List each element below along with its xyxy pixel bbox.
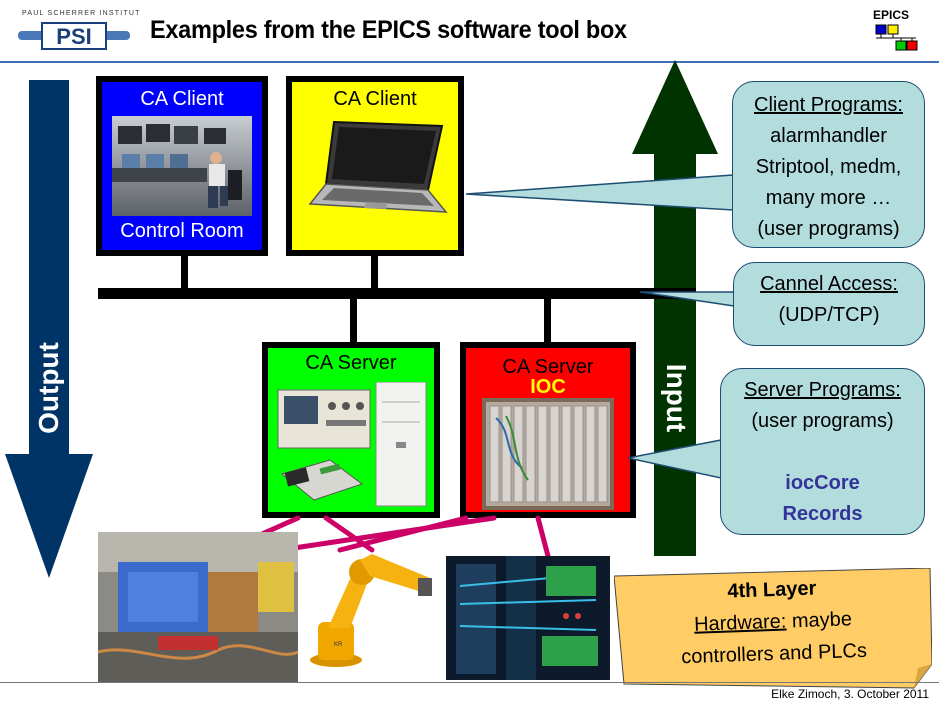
footer-divider	[0, 682, 939, 683]
ioc-label: IOC	[530, 376, 566, 398]
input-arrow	[632, 60, 718, 556]
output-label: Output	[33, 342, 64, 434]
client-programs-line: Striptool, medm,	[755, 156, 902, 178]
client-programs-heading: Client Programs:	[754, 94, 903, 116]
accelerator-magnets-photo	[97, 532, 299, 682]
client-programs-line: alarmhandler	[770, 125, 887, 147]
footer-credit: Elke Zimoch, 3. October 2011	[771, 687, 929, 701]
header-divider	[0, 61, 939, 63]
vme-crate-photo	[482, 398, 614, 510]
client-programs-line: many more …	[765, 187, 892, 209]
control-room-photo	[112, 116, 252, 216]
client-programs-line: (user programs)	[757, 218, 900, 240]
laptop-icon	[306, 114, 452, 224]
green-server-label: CA Server	[305, 352, 397, 374]
callout-channel-access: Cannel Access: (UDP/TCP)	[733, 262, 925, 346]
connector-laptop	[371, 252, 378, 289]
connector-control-room	[181, 252, 188, 289]
server-programs-line: (user programs)	[751, 410, 894, 432]
fourth-layer-note: 4th Layer Hardware: maybe controllers an…	[614, 568, 932, 690]
records-label: Records	[782, 503, 863, 525]
control-room-label-bottom: Control Room	[120, 220, 244, 242]
red-server-label: CA Server	[502, 356, 594, 378]
robot-arm-icon: KR	[306, 536, 436, 670]
callout-server-programs: Server Programs: (user programs) iocCore…	[720, 368, 925, 535]
institute-name: PAUL SCHERRER INSTITUT	[22, 10, 141, 17]
epics-logo-icon	[873, 22, 919, 52]
psi-logo: PSI	[18, 22, 130, 52]
server-programs-heading: Server Programs:	[744, 379, 901, 401]
connector-green-server	[350, 298, 357, 344]
epics-label: EPICS	[873, 8, 910, 22]
server-equipment-photo	[276, 381, 430, 510]
psi-logo-text: PSI	[56, 24, 91, 49]
network-bus	[98, 288, 696, 299]
control-room-label-top: CA Client	[140, 88, 224, 110]
callout-client-programs: Client Programs: alarmhandler Striptool,…	[732, 81, 925, 248]
ioccore-label: iocCore	[785, 472, 860, 494]
output-arrow	[5, 80, 93, 580]
connector-red-server	[544, 298, 551, 344]
svg-text:KR: KR	[334, 642, 343, 648]
input-label: Input	[661, 363, 692, 433]
laptop-label-top: CA Client	[333, 88, 417, 110]
ca-server-ioc: CA Server IOC	[460, 342, 636, 518]
ca-client-control-room: CA Client Control Room	[96, 76, 268, 256]
ca-server-green: CA Server	[262, 342, 440, 518]
channel-access-line: (UDP/TCP)	[778, 304, 880, 326]
hardware-rest: maybe	[785, 608, 853, 633]
channel-access-heading: Cannel Access:	[760, 273, 898, 295]
electronics-boards-photo	[446, 556, 610, 680]
ca-client-laptop: CA Client	[286, 76, 464, 256]
hardware-label: Hardware:	[693, 610, 787, 636]
page-title: Examples from the EPICS software tool bo…	[150, 16, 627, 44]
